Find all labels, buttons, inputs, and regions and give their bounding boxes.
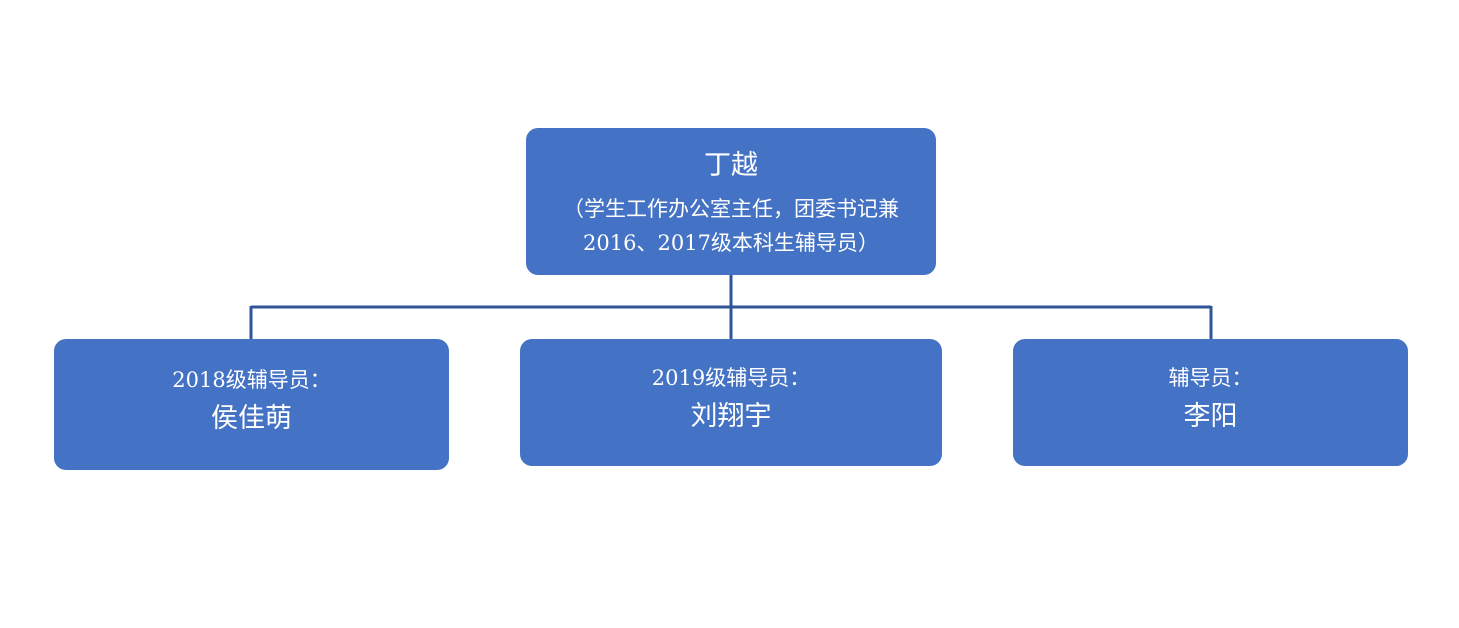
child-3-role: 辅导员： <box>1168 365 1253 390</box>
child-3-name: 李阳 <box>1183 400 1238 432</box>
child-2-name: 刘翔宇 <box>690 400 772 432</box>
child-1-role: 2018级辅导员： <box>172 367 331 392</box>
org-node-child-2: 2019级辅导员： 刘翔宇 <box>520 339 942 466</box>
org-node-root: 丁越 （学生工作办公室主任，团委书记兼 2016、2017级本科生辅导员） <box>526 128 936 275</box>
root-description-line-1: （学生工作办公室主任，团委书记兼 <box>563 196 899 221</box>
root-name: 丁越 <box>704 149 758 181</box>
org-node-child-3: 辅导员： 李阳 <box>1013 339 1408 466</box>
org-node-child-1: 2018级辅导员： 侯佳萌 <box>54 339 449 470</box>
child-2-role: 2019级辅导员： <box>651 365 811 390</box>
root-description-line-2: 2016、2017级本科生辅导员） <box>583 230 879 255</box>
child-1-name: 侯佳萌 <box>211 402 292 434</box>
